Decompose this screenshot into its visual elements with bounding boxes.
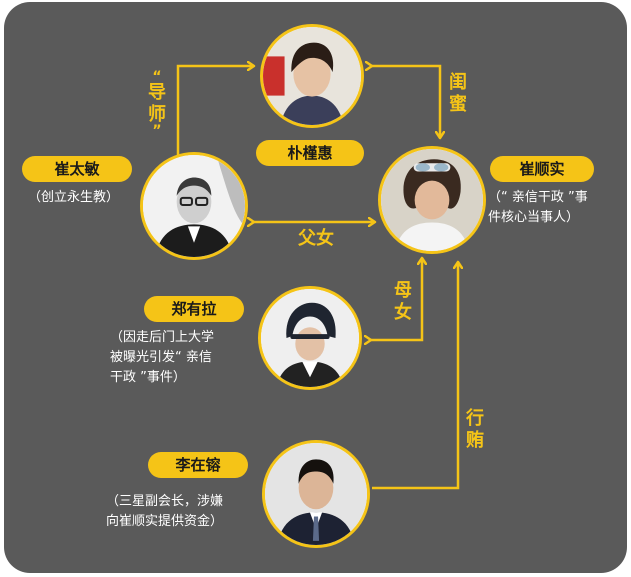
portrait-choi-taemin-icon xyxy=(143,155,245,257)
father-daughter-label: 父女 xyxy=(298,228,334,249)
mother-daughter-char-1: 母 xyxy=(394,280,412,301)
confidante-char-2: 蜜 xyxy=(449,94,467,115)
bribery-label: 行 贿 xyxy=(462,408,488,452)
portrait-chung-icon xyxy=(261,289,359,387)
mother-daughter-char-2: 女 xyxy=(394,302,412,323)
note-choi-soonsil-line-2: 件核心当事人） xyxy=(488,210,580,225)
person-photo-lee xyxy=(262,440,370,548)
mentor-label: “ 导 师 ” xyxy=(144,69,170,139)
mentor-char-2: 师 xyxy=(148,104,166,125)
name-tag-park: 朴槿惠 xyxy=(256,140,364,166)
confidante-connector xyxy=(372,66,440,138)
bribery-char-2: 贿 xyxy=(466,430,484,451)
mentor-close-quote: ” xyxy=(152,123,162,139)
bribery-connector xyxy=(372,262,458,490)
note-choi-soonsil-line-1: （“ 亲信干政 ”事 xyxy=(488,190,588,205)
confidante-char-1: 闺 xyxy=(449,72,467,93)
confidante-label: 闺 蜜 xyxy=(445,72,471,116)
portrait-lee-icon xyxy=(265,443,367,545)
note-chung-line-1: （因走后门上大学 xyxy=(110,330,215,345)
person-photo-choi-soonsil xyxy=(378,146,486,254)
note-lee-line-1: （三星副会长，涉嫌 xyxy=(106,494,224,509)
mentor-char-1: 导 xyxy=(148,82,166,103)
name-tag-chung: 郑有拉 xyxy=(144,296,244,322)
note-lee-line-2: 向崔顺实提供资金） xyxy=(106,514,224,529)
person-photo-choi-taemin xyxy=(140,152,248,260)
name-tag-lee: 李在镕 xyxy=(148,452,248,478)
note-lee: （三星副会长，涉嫌 向崔顺实提供资金） xyxy=(106,492,223,532)
mother-daughter-connector xyxy=(371,258,422,340)
note-choi-soonsil: （“ 亲信干政 ”事 件核心当事人） xyxy=(488,188,588,228)
portrait-park-icon xyxy=(263,27,361,125)
bribery-char-1: 行 xyxy=(466,408,484,429)
mentor-connector xyxy=(176,66,254,156)
mother-daughter-label: 母 女 xyxy=(390,280,416,324)
mentor-open-quote: “ xyxy=(152,69,162,85)
person-photo-park xyxy=(260,24,364,128)
note-chung: （因走后门上大学 被曝光引发“ 亲信 干政 ”事件） xyxy=(110,328,214,388)
name-tag-choi-soonsil: 崔顺实 xyxy=(490,156,594,182)
person-photo-chung xyxy=(258,286,362,390)
note-chung-line-2: 被曝光引发“ 亲信 xyxy=(110,350,212,365)
portrait-choi-soonsil-icon xyxy=(381,149,483,251)
note-chung-line-3: 干政 ”事件） xyxy=(110,370,186,385)
name-tag-choi-taemin: 崔太敏 xyxy=(22,156,132,182)
note-choi-taemin: （创立永生教） xyxy=(28,190,120,205)
